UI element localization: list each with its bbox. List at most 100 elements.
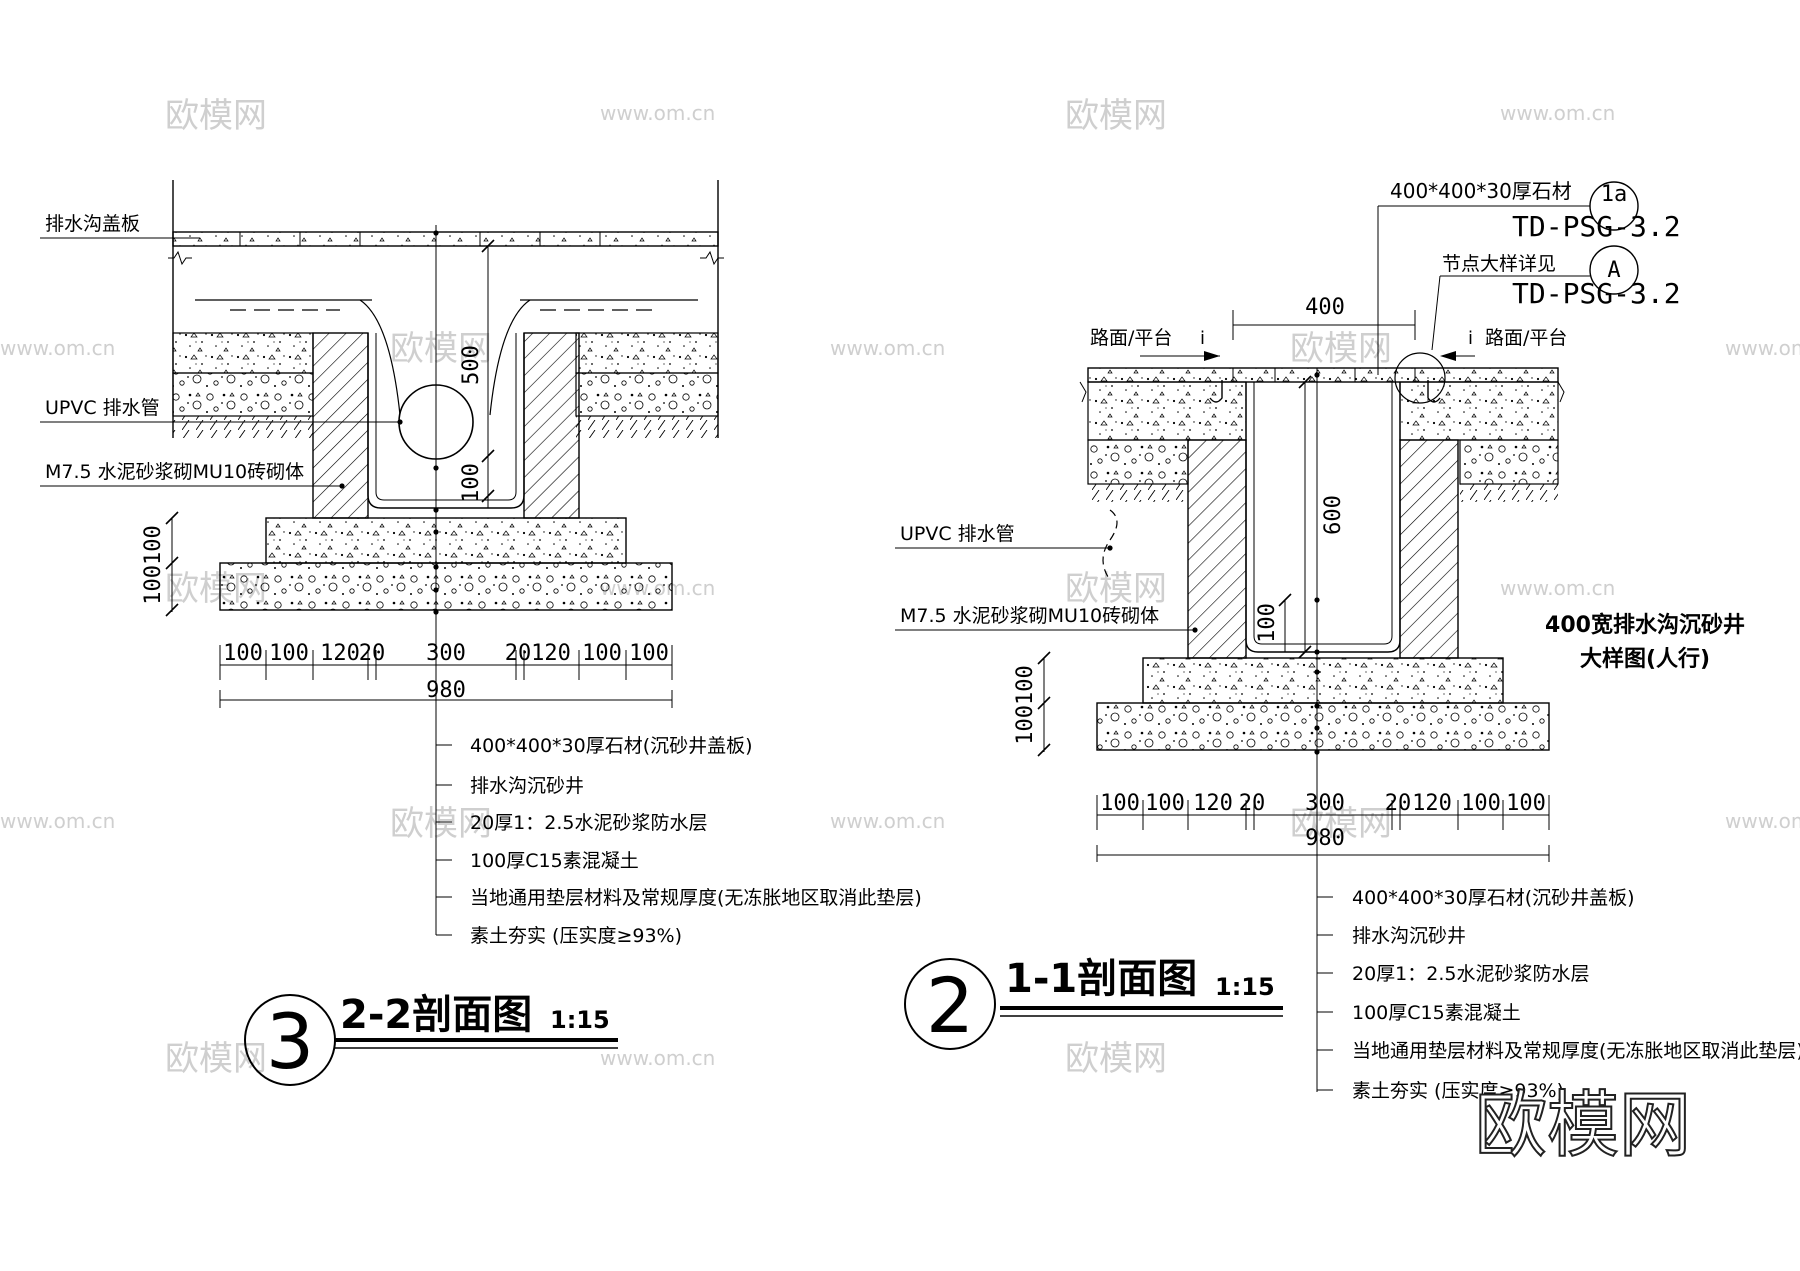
- channel-lining: [1245, 382, 1401, 653]
- layer-item: 100厚C15素混凝土: [1352, 1002, 1521, 1024]
- section-number-circle: [904, 958, 996, 1050]
- dim-20: 20: [1239, 791, 1266, 816]
- dim-20: 20: [1385, 791, 1412, 816]
- layer-item: 排水沟沉砂井: [470, 775, 584, 797]
- brick-wall-left: [1187, 439, 1247, 659]
- base-dimension-label: 100100: [141, 525, 166, 604]
- pavement-base-layer: [575, 332, 719, 374]
- base-dimension-label: 100100: [1013, 665, 1038, 744]
- dim-120: 120: [320, 641, 360, 666]
- dim-100: 100: [629, 641, 669, 666]
- pavement-label-right: 路面/平台: [1485, 327, 1567, 349]
- c15-concrete-base: [265, 517, 627, 564]
- ref-bubble: [1589, 245, 1639, 295]
- ref-bubble: [1589, 181, 1639, 231]
- waterproof-layer: [1253, 382, 1393, 645]
- dim-100: 100: [1145, 791, 1185, 816]
- channel-lining: [367, 333, 525, 509]
- pavement-label-left: 路面/平台: [1090, 327, 1172, 349]
- ref-label: 节点大样详见: [1442, 253, 1556, 275]
- slope-symbol: i: [1468, 328, 1473, 349]
- watermark-url: www.om.cn: [600, 1046, 715, 1070]
- dim-100: 100: [1100, 791, 1140, 816]
- watermark-url: www.om.cn: [830, 336, 945, 360]
- dim-total: 980: [426, 678, 466, 703]
- watermark-brand: 欧模网: [390, 329, 492, 369]
- layer-item: 素土夯实 (压实度≥93%): [1352, 1080, 1564, 1102]
- break-line: [168, 250, 192, 266]
- dim-120: 120: [1193, 791, 1233, 816]
- dim-100: 100: [223, 641, 263, 666]
- stone-cover-slab: [1087, 367, 1559, 383]
- cushion-layer: [219, 562, 673, 611]
- callout-masonry: M7.5 水泥砂浆砌MU10砖砌体: [900, 605, 1159, 627]
- watermark-url: www.om.cn: [0, 336, 115, 360]
- cushion-layer: [1096, 702, 1550, 751]
- gravel-layer: [172, 372, 314, 417]
- c15-concrete-base: [1142, 657, 1504, 704]
- watermark-url: www.om.cn: [600, 101, 715, 125]
- watermark-brand: 欧模网: [390, 804, 492, 844]
- layer-item: 20厚1：2.5水泥砂浆防水层: [1352, 963, 1589, 985]
- gravel-layer: [1459, 439, 1559, 485]
- top-dimension: 400: [1305, 295, 1345, 320]
- dim-100: 100: [1506, 791, 1546, 816]
- brick-wall-right: [523, 332, 580, 519]
- watermark-url: www.om.cn: [1725, 809, 1800, 833]
- brick-wall-left: [312, 332, 369, 519]
- layer-item: 400*400*30厚石材(沉砂井盖板): [470, 735, 753, 757]
- layer-item: 20厚1：2.5水泥砂浆防水层: [470, 812, 707, 834]
- ref-sheet: TD-PSG-3.2: [1512, 210, 1681, 243]
- slope-symbol: i: [1200, 328, 1205, 349]
- watermark-layer: 欧模网 www.om.cn 欧模网 www.om.cn www.om.cn 欧模…: [0, 96, 1800, 1079]
- layer-item: 素土夯实 (压实度≥93%): [470, 925, 682, 947]
- callout-drain-cover: 排水沟盖板: [45, 213, 140, 235]
- watermark-brand: 欧模网: [1290, 329, 1392, 369]
- section-title: 2-2剖面图: [340, 992, 532, 1038]
- callout-masonry: M7.5 水泥砂浆砌MU10砖砌体: [45, 461, 304, 483]
- dim-100: 100: [582, 641, 622, 666]
- watermark-brand: 欧模网: [1065, 96, 1167, 136]
- section-number: 2: [926, 961, 974, 1050]
- watermark-big: 欧模网: [1475, 1083, 1691, 1167]
- section-2-2: 500 100 100100 100 100 120 20 300 20 120…: [40, 180, 922, 1086]
- callout-upvc-pipe: UPVC 排水管: [900, 523, 1015, 545]
- watermark-brand: 欧模网: [1065, 569, 1167, 609]
- pavement-base-layer: [172, 332, 314, 374]
- dim-120: 120: [531, 641, 571, 666]
- watermark-url: www.om.cn: [1500, 576, 1615, 600]
- ref-label: 400*400*30厚石材: [1390, 179, 1572, 203]
- dim-20: 20: [359, 641, 386, 666]
- layer-item: 当地通用垫层材料及常规厚度(无冻胀地区取消此垫层): [1352, 1040, 1800, 1062]
- break-line: [700, 250, 724, 266]
- layer-list-left: 400*400*30厚石材(沉砂井盖板) 排水沟沉砂井 20厚1：2.5水泥砂浆…: [436, 735, 922, 947]
- watermark-url: www.om.cn: [830, 809, 945, 833]
- dim-total: 980: [1305, 826, 1345, 851]
- layer-item: 排水沟沉砂井: [1352, 925, 1466, 947]
- section-number: 3: [266, 997, 314, 1086]
- dim-300: 300: [426, 641, 466, 666]
- watermark-brand: 欧模网: [1290, 804, 1392, 844]
- section-scale: 1:15: [550, 1006, 610, 1034]
- section-1-1: 400*400*30厚石材 1a TD-PSG-3.2 节点大样详见 A TD-…: [895, 179, 1800, 1102]
- dim-100: 100: [269, 641, 309, 666]
- brick-wall-right: [1399, 439, 1459, 659]
- section-title: 1-1剖面图: [1005, 956, 1197, 1002]
- bottom-dimension-label: 100: [1255, 603, 1280, 643]
- layer-item: 100厚C15素混凝土: [470, 850, 639, 872]
- watermark-url: www.om.cn: [0, 809, 115, 833]
- detail-note-line1: 400宽排水沟沉砂井: [1545, 612, 1745, 638]
- watermark-brand: 欧模网: [165, 1039, 267, 1079]
- depth-dimension-label: 500: [459, 345, 484, 385]
- layer-list-right: 400*400*30厚石材(沉砂井盖板) 排水沟沉砂井 20厚1：2.5水泥砂浆…: [1317, 887, 1800, 1102]
- detail-note-line2: 大样图(人行): [1580, 646, 1710, 672]
- drain-cover-slab: [172, 231, 719, 247]
- upvc-pipe-opening: [1102, 509, 1118, 581]
- layer-item: 当地通用垫层材料及常规厚度(无冻胀地区取消此垫层): [470, 887, 922, 909]
- dim-120: 120: [1412, 791, 1452, 816]
- watermark-brand: 欧模网: [165, 96, 267, 136]
- bottom-dimension-label: 100: [459, 463, 484, 503]
- dim-300: 300: [1305, 791, 1345, 816]
- ref-id: A: [1607, 258, 1620, 283]
